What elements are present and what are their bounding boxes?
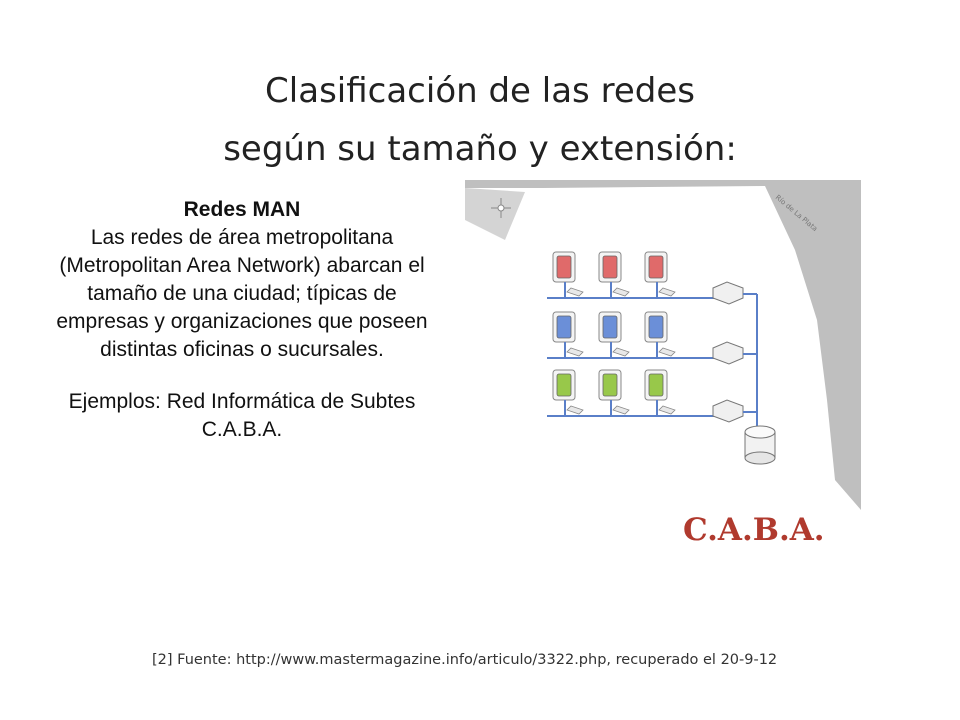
land-shade (465, 188, 525, 240)
workstation-screen-icon (556, 373, 572, 397)
keyboard-icon (566, 405, 584, 415)
keyboard-icon (658, 405, 676, 415)
keyboard-icon (612, 287, 630, 297)
examples-text: Ejemplos: Red Informática de Subtes C.A.… (68, 390, 416, 441)
workstation-screen-icon (648, 373, 664, 397)
slide-title: Clasificación de las redes según su tama… (0, 62, 960, 178)
workstation-screen-icon (602, 373, 618, 397)
title-line-1: Clasificación de las redes (265, 71, 695, 111)
keyboard-icon (658, 287, 676, 297)
workstation-screen-icon (602, 315, 618, 339)
switch-icon (712, 341, 744, 365)
man-description-block: Redes MAN Las redes de área metropolitan… (52, 196, 432, 444)
server-base-icon (744, 451, 776, 465)
workstation-screen-icon (648, 255, 664, 279)
compass-rose-icon (491, 198, 511, 218)
server-top-icon (744, 425, 776, 439)
workstation-screen-icon (602, 255, 618, 279)
keyboard-icon (658, 347, 676, 357)
description-text: Las redes de área metropolitana (Metropo… (56, 226, 428, 361)
city-label: C.A.B.A. (683, 512, 825, 548)
keyboard-icon (612, 405, 630, 415)
workstation-screen-icon (648, 315, 664, 339)
network-diagram (547, 251, 776, 465)
workstation-screen-icon (556, 315, 572, 339)
network-map-image: Río de La Plata C.A.B.A. (465, 180, 861, 568)
switch-icon (712, 281, 744, 305)
section-heading: Redes MAN (183, 198, 301, 221)
keyboard-icon (612, 347, 630, 357)
keyboard-icon (566, 347, 584, 357)
title-line-2: según su tamaño y extensión: (223, 129, 737, 169)
keyboard-icon (566, 287, 584, 297)
workstation-screen-icon (556, 255, 572, 279)
switch-icon (712, 399, 744, 423)
source-citation: [2] Fuente: http://www.mastermagazine.in… (152, 652, 778, 668)
